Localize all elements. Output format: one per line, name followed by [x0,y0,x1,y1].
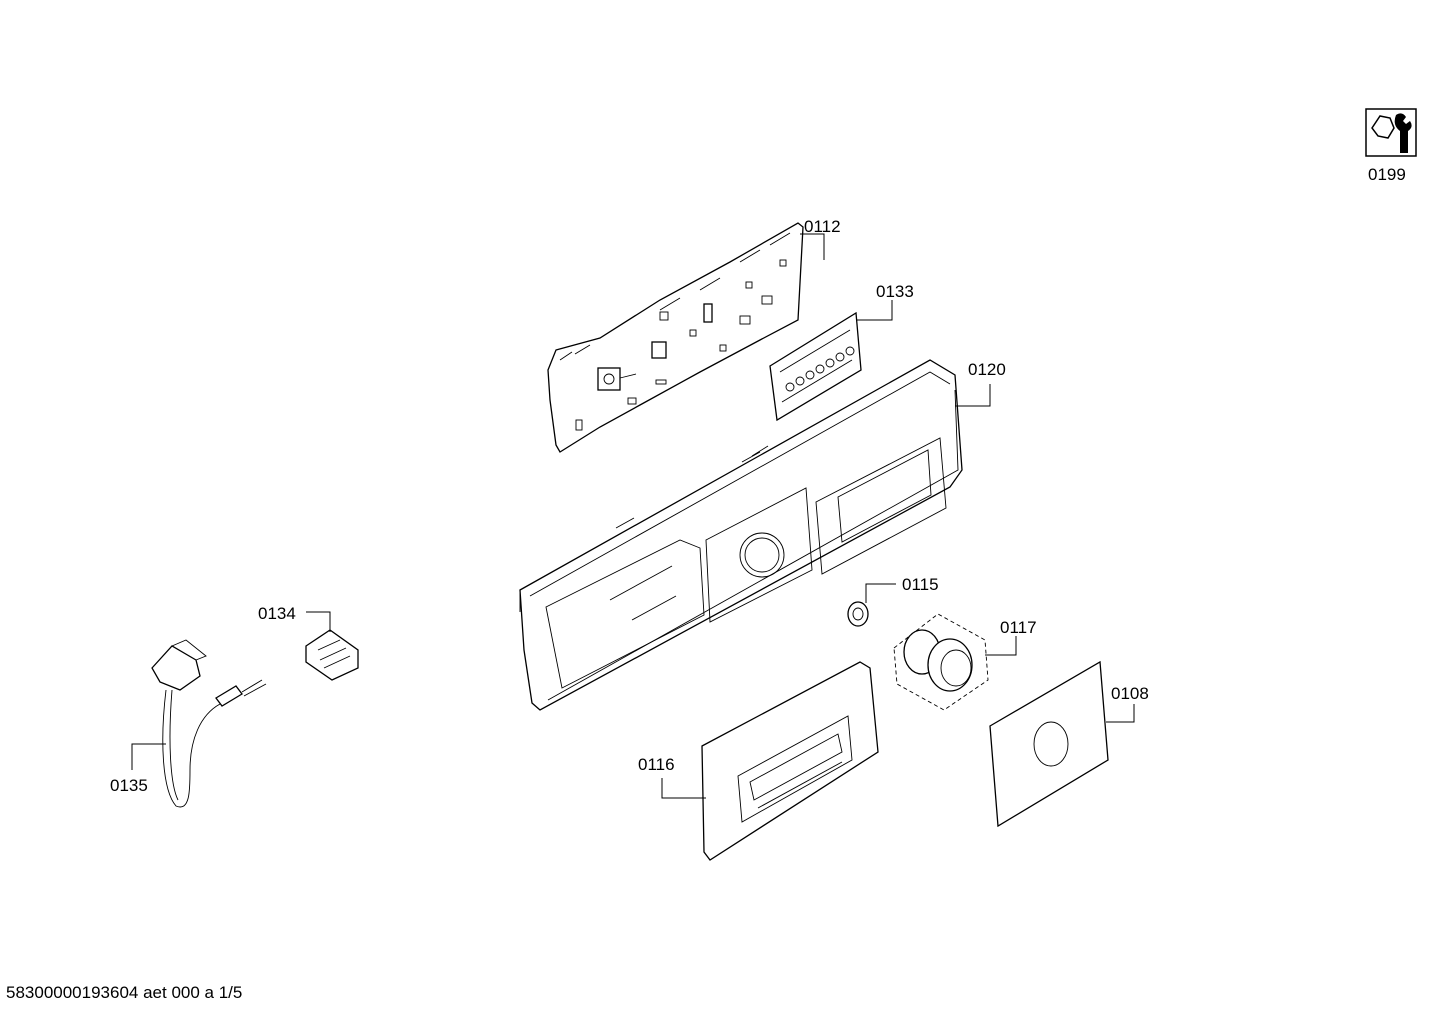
selector-knob-part [847,601,869,627]
ferrite-clip-part [305,629,359,681]
decor-plate-part [989,660,1109,828]
callout-0135[interactable]: 0135 [110,776,148,795]
callout-0134[interactable]: 0134 [258,604,296,623]
control-pcb-part [547,222,804,453]
drawer-handle-part [701,661,879,861]
control-panel-fascia-part [519,359,963,711]
callout-0120[interactable]: 0120 [968,360,1006,379]
power-cable-part [151,639,267,808]
callout-0115[interactable]: 0115 [902,575,939,594]
callout-0108[interactable]: 0108 [1111,684,1149,703]
display-overlay-part [769,311,862,422]
document-footer: 58300000193604 aet 000 a 1/5 [6,983,243,1002]
callout-0116[interactable]: 0116 [638,755,675,774]
callout-0117[interactable]: 0117 [1000,618,1037,637]
service-kit-icon [1365,108,1417,157]
rotary-knob-part [893,613,989,711]
callout-0133[interactable]: 0133 [876,282,914,301]
callout-0112[interactable]: 0112 [804,217,841,236]
callout-0199[interactable]: 0199 [1368,165,1406,184]
